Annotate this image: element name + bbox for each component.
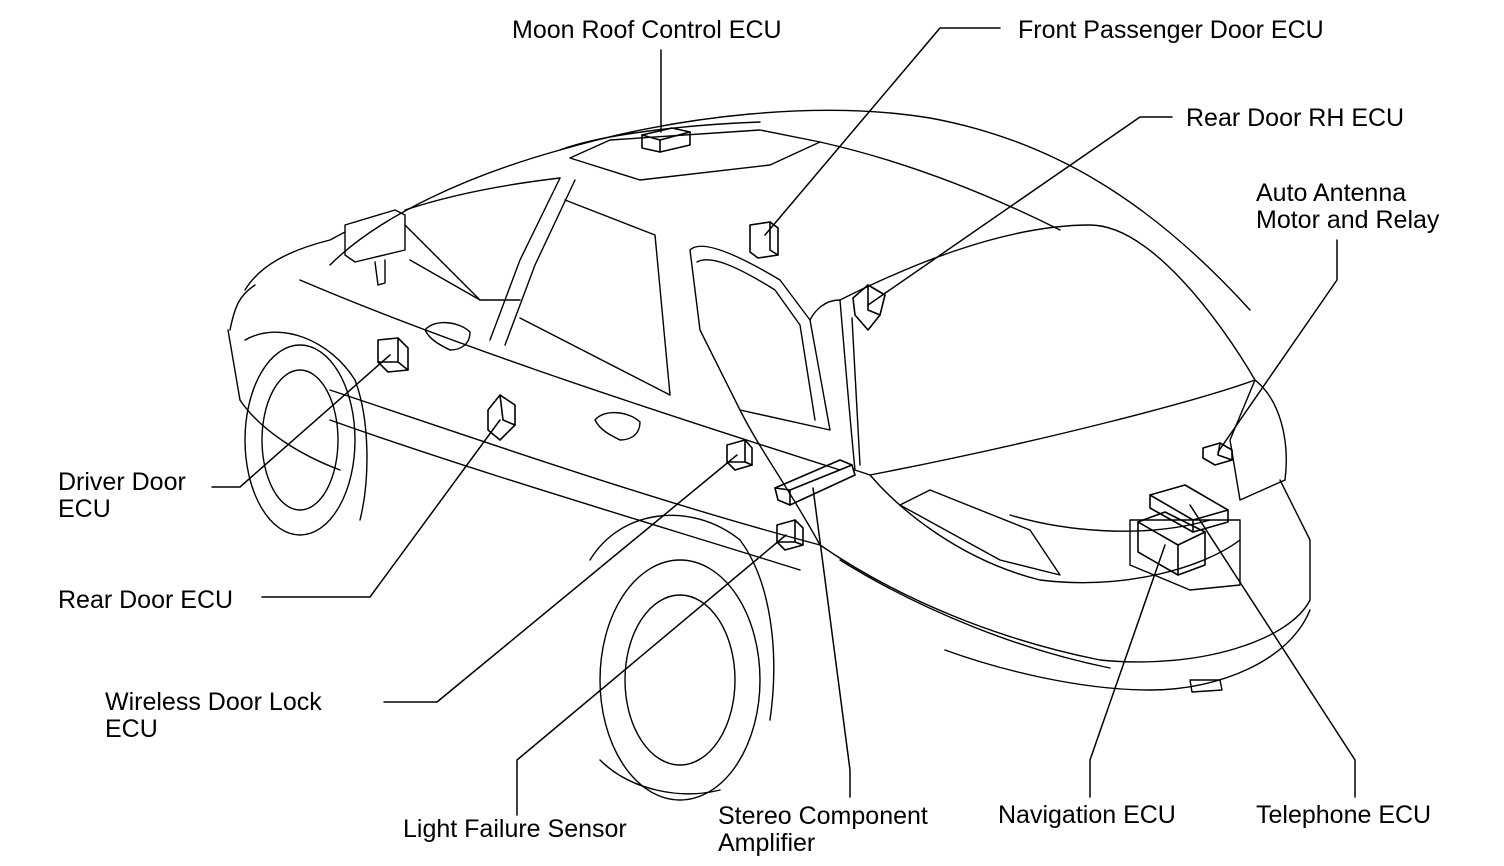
component-boxes — [378, 128, 1232, 575]
leader-lines — [212, 28, 1355, 815]
leader-rear-door-rh — [868, 117, 1172, 305]
label-navigation-ecu: Navigation ECU — [998, 801, 1176, 829]
label-light-failure-sensor: Light Failure Sensor — [403, 815, 627, 843]
label-telephone-ecu: Telephone ECU — [1256, 801, 1432, 829]
leader-driver-door — [212, 355, 390, 487]
leader-telephone — [1190, 505, 1355, 797]
leader-auto-antenna — [1218, 240, 1337, 452]
leader-stereo-amp — [813, 488, 850, 797]
door-handles — [425, 323, 640, 440]
front-wheel — [245, 332, 367, 535]
label-auto-antenna-motor-relay: Auto Antenna Motor and Relay — [1256, 179, 1440, 234]
label-stereo-component-amplifier: Stereo Component Amplifier — [718, 802, 928, 857]
label-driver-door-ecu: Driver Door ECU — [58, 468, 186, 523]
leader-rear-door — [262, 420, 500, 597]
leader-navigation — [1090, 545, 1165, 797]
label-rear-door-ecu: Rear Door ECU — [58, 586, 234, 614]
label-rear-door-rh-ecu: Rear Door RH ECU — [1186, 104, 1405, 132]
rear-wheel — [590, 515, 774, 800]
label-front-passenger-door-ecu: Front Passenger Door ECU — [1018, 16, 1324, 44]
label-moon-roof-control-ecu: Moon Roof Control ECU — [512, 16, 782, 44]
leader-wireless-lock — [384, 455, 737, 702]
label-wireless-door-lock-ecu: Wireless Door Lock ECU — [105, 688, 322, 743]
side-mirror — [345, 210, 405, 285]
leader-light-failure — [517, 535, 786, 815]
leader-front-passenger — [765, 28, 1000, 235]
car-body-outline — [228, 110, 1310, 692]
